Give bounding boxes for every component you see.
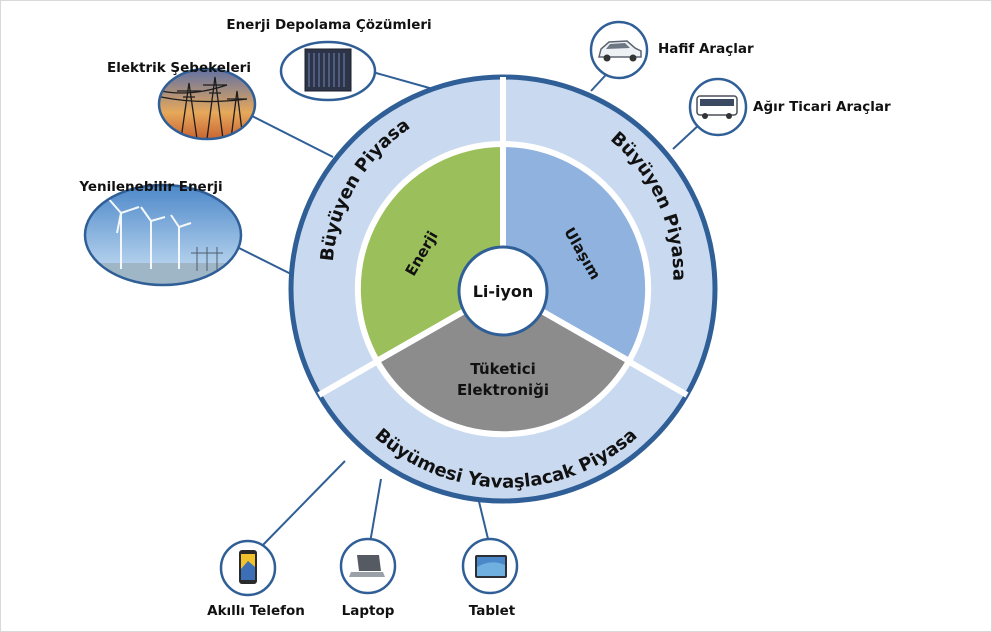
laptop-icon	[339, 537, 397, 595]
segment-consumer-label-line2: Elektroniği	[457, 381, 549, 399]
connector-lines	[236, 64, 702, 550]
connector-laptop	[369, 478, 382, 544]
heavy-vehicles-label: Ağır Ticari Araçlar	[753, 99, 891, 115]
bus-icon	[688, 77, 748, 137]
renewable-label: Yenilenebilir Enerji	[78, 179, 222, 195]
tablet-icon	[461, 537, 519, 595]
segment-consumer-label-line1: Tüketici	[470, 360, 536, 378]
connector-power-grids	[251, 115, 334, 158]
connector-heavy-vehicles	[672, 122, 702, 150]
power-grids-label: Elektrik Şebekeleri	[107, 60, 251, 76]
laptop-label: Laptop	[342, 603, 395, 619]
smartphone-icon	[219, 539, 277, 597]
connector-smartphone	[258, 460, 346, 550]
connector-renewable	[236, 246, 298, 278]
server-rack-icon	[279, 40, 377, 102]
wind-turbine-icon	[83, 183, 243, 287]
light-vehicles-label: Hafif Araçlar	[658, 41, 754, 57]
core-circle	[457, 245, 549, 337]
core-label: Li-iyon	[473, 282, 534, 301]
connector-energy-storage	[368, 70, 434, 90]
segment-consumer-electronics	[372, 285, 634, 438]
power-tower-icon	[157, 67, 257, 141]
car-icon	[589, 20, 649, 80]
energy-storage-label: Enerji Depolama Çözümleri	[226, 17, 431, 33]
smartphone-label: Akıllı Telefon	[207, 603, 305, 619]
tablet-label: Tablet	[469, 603, 516, 619]
